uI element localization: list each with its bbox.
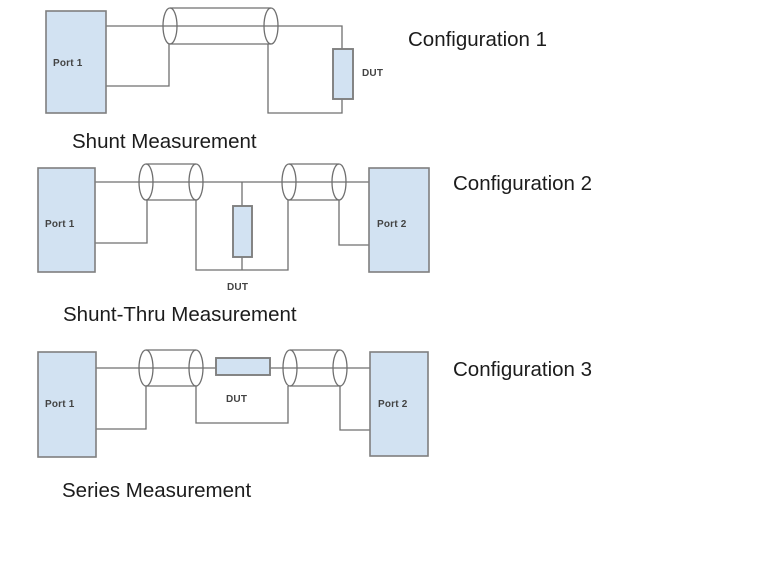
config1-caption: Shunt Measurement bbox=[72, 130, 257, 153]
config2-caption: Shunt-Thru Measurement bbox=[63, 303, 297, 326]
config3-port1-label: Port 1 bbox=[45, 399, 75, 410]
config3-dut-box bbox=[215, 357, 271, 376]
config1-dut-box bbox=[332, 48, 354, 100]
config3-caption: Series Measurement bbox=[62, 479, 251, 502]
config3-port1-ground-wire bbox=[96, 386, 147, 430]
config1-coax-cable bbox=[162, 7, 279, 45]
config2-port2-ground-wire bbox=[338, 200, 369, 246]
config2-port2-box bbox=[368, 167, 430, 273]
coax-left-end-ellipse bbox=[138, 349, 154, 387]
coax-right-end-ellipse bbox=[331, 163, 347, 201]
config3-ground-return-wire bbox=[195, 386, 289, 424]
coax-left-end-ellipse bbox=[162, 7, 178, 45]
coax-left-end-ellipse bbox=[138, 163, 154, 201]
config2-dut-box bbox=[232, 205, 253, 258]
config2-dut-label: DUT bbox=[227, 282, 248, 293]
coax-left-end-ellipse bbox=[281, 163, 297, 201]
coax-left-end-ellipse bbox=[282, 349, 298, 387]
config2-ground-return-wire bbox=[195, 200, 289, 271]
config2-port1-label: Port 1 bbox=[45, 219, 75, 230]
config3-port2-label: Port 2 bbox=[378, 399, 408, 410]
config2-coax-cable-left bbox=[138, 163, 204, 201]
config2-title: Configuration 2 bbox=[453, 172, 592, 195]
coax-right-end-ellipse bbox=[263, 7, 279, 45]
config3-coax-cable-left bbox=[138, 349, 204, 387]
config2-port1-box bbox=[37, 167, 96, 273]
config2-coax-cable-right bbox=[281, 163, 347, 201]
config1-title: Configuration 1 bbox=[408, 28, 547, 51]
config3-coax-cable-right bbox=[282, 349, 348, 387]
coax-right-end-ellipse bbox=[332, 349, 348, 387]
config2-port2-label: Port 2 bbox=[377, 219, 407, 230]
config1-port1-label: Port 1 bbox=[53, 58, 83, 69]
config3-title: Configuration 3 bbox=[453, 358, 592, 381]
configuration-3-series-diagram: Port 1 Port 2 DUT Configuration 3 Series… bbox=[37, 349, 592, 502]
configuration-2-shunt-thru-diagram: Port 1 Port 2 DUT Configuration 2 Shunt-… bbox=[37, 163, 592, 326]
coax-right-end-ellipse bbox=[188, 163, 204, 201]
config1-dut-return-wire bbox=[267, 44, 343, 114]
config2-port1-ground-wire bbox=[95, 200, 148, 244]
config1-port1-box bbox=[45, 10, 107, 114]
coax-right-end-ellipse bbox=[188, 349, 204, 387]
config3-port2-ground-wire bbox=[339, 386, 370, 431]
config3-dut-label: DUT bbox=[226, 394, 247, 405]
config3-port2-box bbox=[369, 351, 429, 457]
config3-port1-box bbox=[37, 351, 97, 458]
config1-port1-ground-wire bbox=[106, 44, 170, 87]
configuration-1-shunt-diagram: Port 1 DUT Configuration 1 Shunt Measure… bbox=[45, 7, 547, 153]
config1-dut-label: DUT bbox=[362, 68, 383, 79]
config1-center-conductor-wire bbox=[106, 25, 343, 49]
